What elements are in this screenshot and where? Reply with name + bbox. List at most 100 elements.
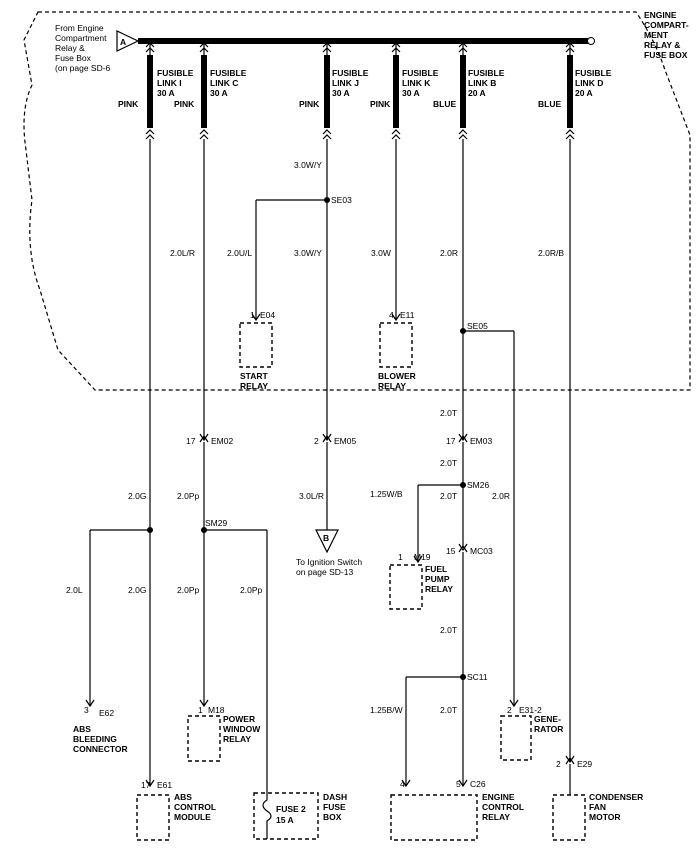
svg-text:Relay &: Relay & <box>55 43 85 53</box>
svg-text:2: 2 <box>507 705 512 715</box>
svg-text:FUSE BOX: FUSE BOX <box>644 50 688 60</box>
wire-label-2oul: 2.0U/L <box>227 248 252 258</box>
svg-text:LINK I: LINK I <box>157 78 182 88</box>
from-engine-label: From Engine Compartment Relay & Fuse Box… <box>55 23 111 73</box>
svg-text:BLUE: BLUE <box>538 99 561 109</box>
svg-text:ABS: ABS <box>174 792 192 802</box>
svg-text:LINK D: LINK D <box>575 78 603 88</box>
wire-label-2ot-3: 2.0T <box>440 491 457 501</box>
svg-text:DASH: DASH <box>323 792 347 802</box>
svg-text:CONTROL: CONTROL <box>482 802 524 812</box>
wire-label-2og-2: 2.0G <box>128 585 146 595</box>
svg-text:E29: E29 <box>577 759 592 769</box>
engine-control-relay-box <box>390 794 478 841</box>
svg-text:FUSIBLE: FUSIBLE <box>210 68 247 78</box>
svg-text:LINK K: LINK K <box>402 78 431 88</box>
svg-text:GENE-: GENE- <box>534 714 561 724</box>
connector-mc03: 15 MC03 <box>446 543 493 556</box>
svg-text:POWER: POWER <box>223 714 255 724</box>
fuse2-symbol <box>262 793 272 839</box>
connector-e11: 4 E11 <box>389 310 415 322</box>
wire-label-2or-2: 2.0R <box>492 491 510 501</box>
svg-text:20 A: 20 A <box>468 88 486 98</box>
splice-se05-label: SE05 <box>467 321 488 331</box>
splice-sm29-label: SM29 <box>205 518 227 528</box>
bus-end-terminal <box>587 37 595 45</box>
svg-text:BOX: BOX <box>323 812 342 822</box>
svg-text:FUEL: FUEL <box>425 564 447 574</box>
svg-text:LINK J: LINK J <box>332 78 359 88</box>
svg-text:15 A: 15 A <box>276 815 294 825</box>
connector-em03: 17 EM03 <box>446 433 492 446</box>
abs-control-module-label: ABS CONTROL MODULE <box>174 792 216 822</box>
svg-text:15: 15 <box>446 546 456 556</box>
svg-text:FUSIBLE: FUSIBLE <box>575 68 612 78</box>
svg-text:FUSIBLE: FUSIBLE <box>402 68 439 78</box>
svg-text:EM03: EM03 <box>470 436 492 446</box>
splice-sc11-label: SC11 <box>467 672 488 682</box>
blower-relay-label: BLOWER RELAY <box>378 371 416 391</box>
svg-text:FUSIBLE: FUSIBLE <box>468 68 505 78</box>
svg-text:2: 2 <box>556 759 561 769</box>
dash-fuse-box-label: DASH FUSE BOX <box>323 792 347 822</box>
wire-label-2or: 2.0R <box>440 248 458 258</box>
power-window-relay-label: POWER WINDOW RELAY <box>223 714 261 744</box>
svg-text:17: 17 <box>446 436 456 446</box>
wire-label-3owy: 3.0W/Y <box>294 248 322 258</box>
svg-text:4: 4 <box>389 310 394 320</box>
splice-se03-label: SE03 <box>331 195 352 205</box>
connector-e31: 2 E31-2 <box>507 699 542 715</box>
svg-text:M19: M19 <box>414 552 431 562</box>
fuel-pump-relay-box <box>389 564 423 610</box>
connector-m18: 1 M18 <box>198 699 225 715</box>
svg-text:3: 3 <box>84 705 89 715</box>
svg-text:RATOR: RATOR <box>534 724 563 734</box>
abs-control-module-box <box>136 794 170 841</box>
wire-label-2orb: 2.0R/B <box>538 248 564 258</box>
fusible-link-lower-chevrons <box>145 129 575 140</box>
svg-text:MENT: MENT <box>644 30 669 40</box>
svg-text:5: 5 <box>456 779 461 789</box>
fuse2-label: FUSE 2 15 A <box>276 804 306 825</box>
wire-label-2opp-3: 2.0Pp <box>240 585 262 595</box>
wire-label-3olr: 3.0L/R <box>299 491 324 501</box>
svg-text:20 A: 20 A <box>575 88 593 98</box>
ignition-switch-ref: To Ignition Switch on page SD-13 <box>296 557 362 577</box>
connector-e29: 2 E29 <box>556 755 592 769</box>
svg-text:MC03: MC03 <box>470 546 493 556</box>
svg-text:E61: E61 <box>157 780 172 790</box>
svg-text:RELAY: RELAY <box>425 584 453 594</box>
svg-text:BLEEDING: BLEEDING <box>73 734 117 744</box>
svg-text:on page SD-13: on page SD-13 <box>296 567 353 577</box>
fusible-link-c-label: FUSIBLE LINK C 30 A PINK <box>174 68 247 109</box>
svg-text:MOTOR: MOTOR <box>589 812 620 822</box>
fusible-link-i-label: FUSIBLE LINK I 30 A PINK <box>118 68 194 109</box>
svg-text:30 A: 30 A <box>402 88 420 98</box>
svg-text:RELAY &: RELAY & <box>644 40 680 50</box>
engine-fuse-box-label: ENGINE COMPART- MENT RELAY & FUSE BOX <box>644 10 689 60</box>
svg-text:WINDOW: WINDOW <box>223 724 261 734</box>
svg-text:From Engine: From Engine <box>55 23 104 33</box>
svg-text:E62: E62 <box>99 708 114 718</box>
wire-label-2og: 2.0G <box>128 491 146 501</box>
wire-label-3owy-top: 3.0W/Y <box>294 160 322 170</box>
wire-label-125bw: 1.25B/W <box>370 705 403 715</box>
svg-text:LINK B: LINK B <box>468 78 496 88</box>
svg-text:PINK: PINK <box>118 99 139 109</box>
svg-text:1: 1 <box>398 552 403 562</box>
svg-text:CONTROL: CONTROL <box>174 802 216 812</box>
connector-e62: 3 E62 <box>84 699 114 718</box>
bus-taps <box>145 41 575 55</box>
fusible-link-j-label: FUSIBLE LINK J 30 A PINK <box>299 68 369 109</box>
svg-text:ENGINE: ENGINE <box>644 10 677 20</box>
svg-text:CONNECTOR: CONNECTOR <box>73 744 128 754</box>
svg-text:E04: E04 <box>260 310 275 320</box>
condenser-fan-motor-box <box>552 794 586 841</box>
svg-text:PINK: PINK <box>370 99 391 109</box>
connector-e04: 1 E04 <box>250 310 275 322</box>
svg-text:Fuse Box: Fuse Box <box>55 53 92 63</box>
wire-label-2ot-4: 2.0T <box>440 625 457 635</box>
wire-label-2opp: 2.0Pp <box>177 491 199 501</box>
wire-label-125wb: 1.25W/B <box>370 489 403 499</box>
